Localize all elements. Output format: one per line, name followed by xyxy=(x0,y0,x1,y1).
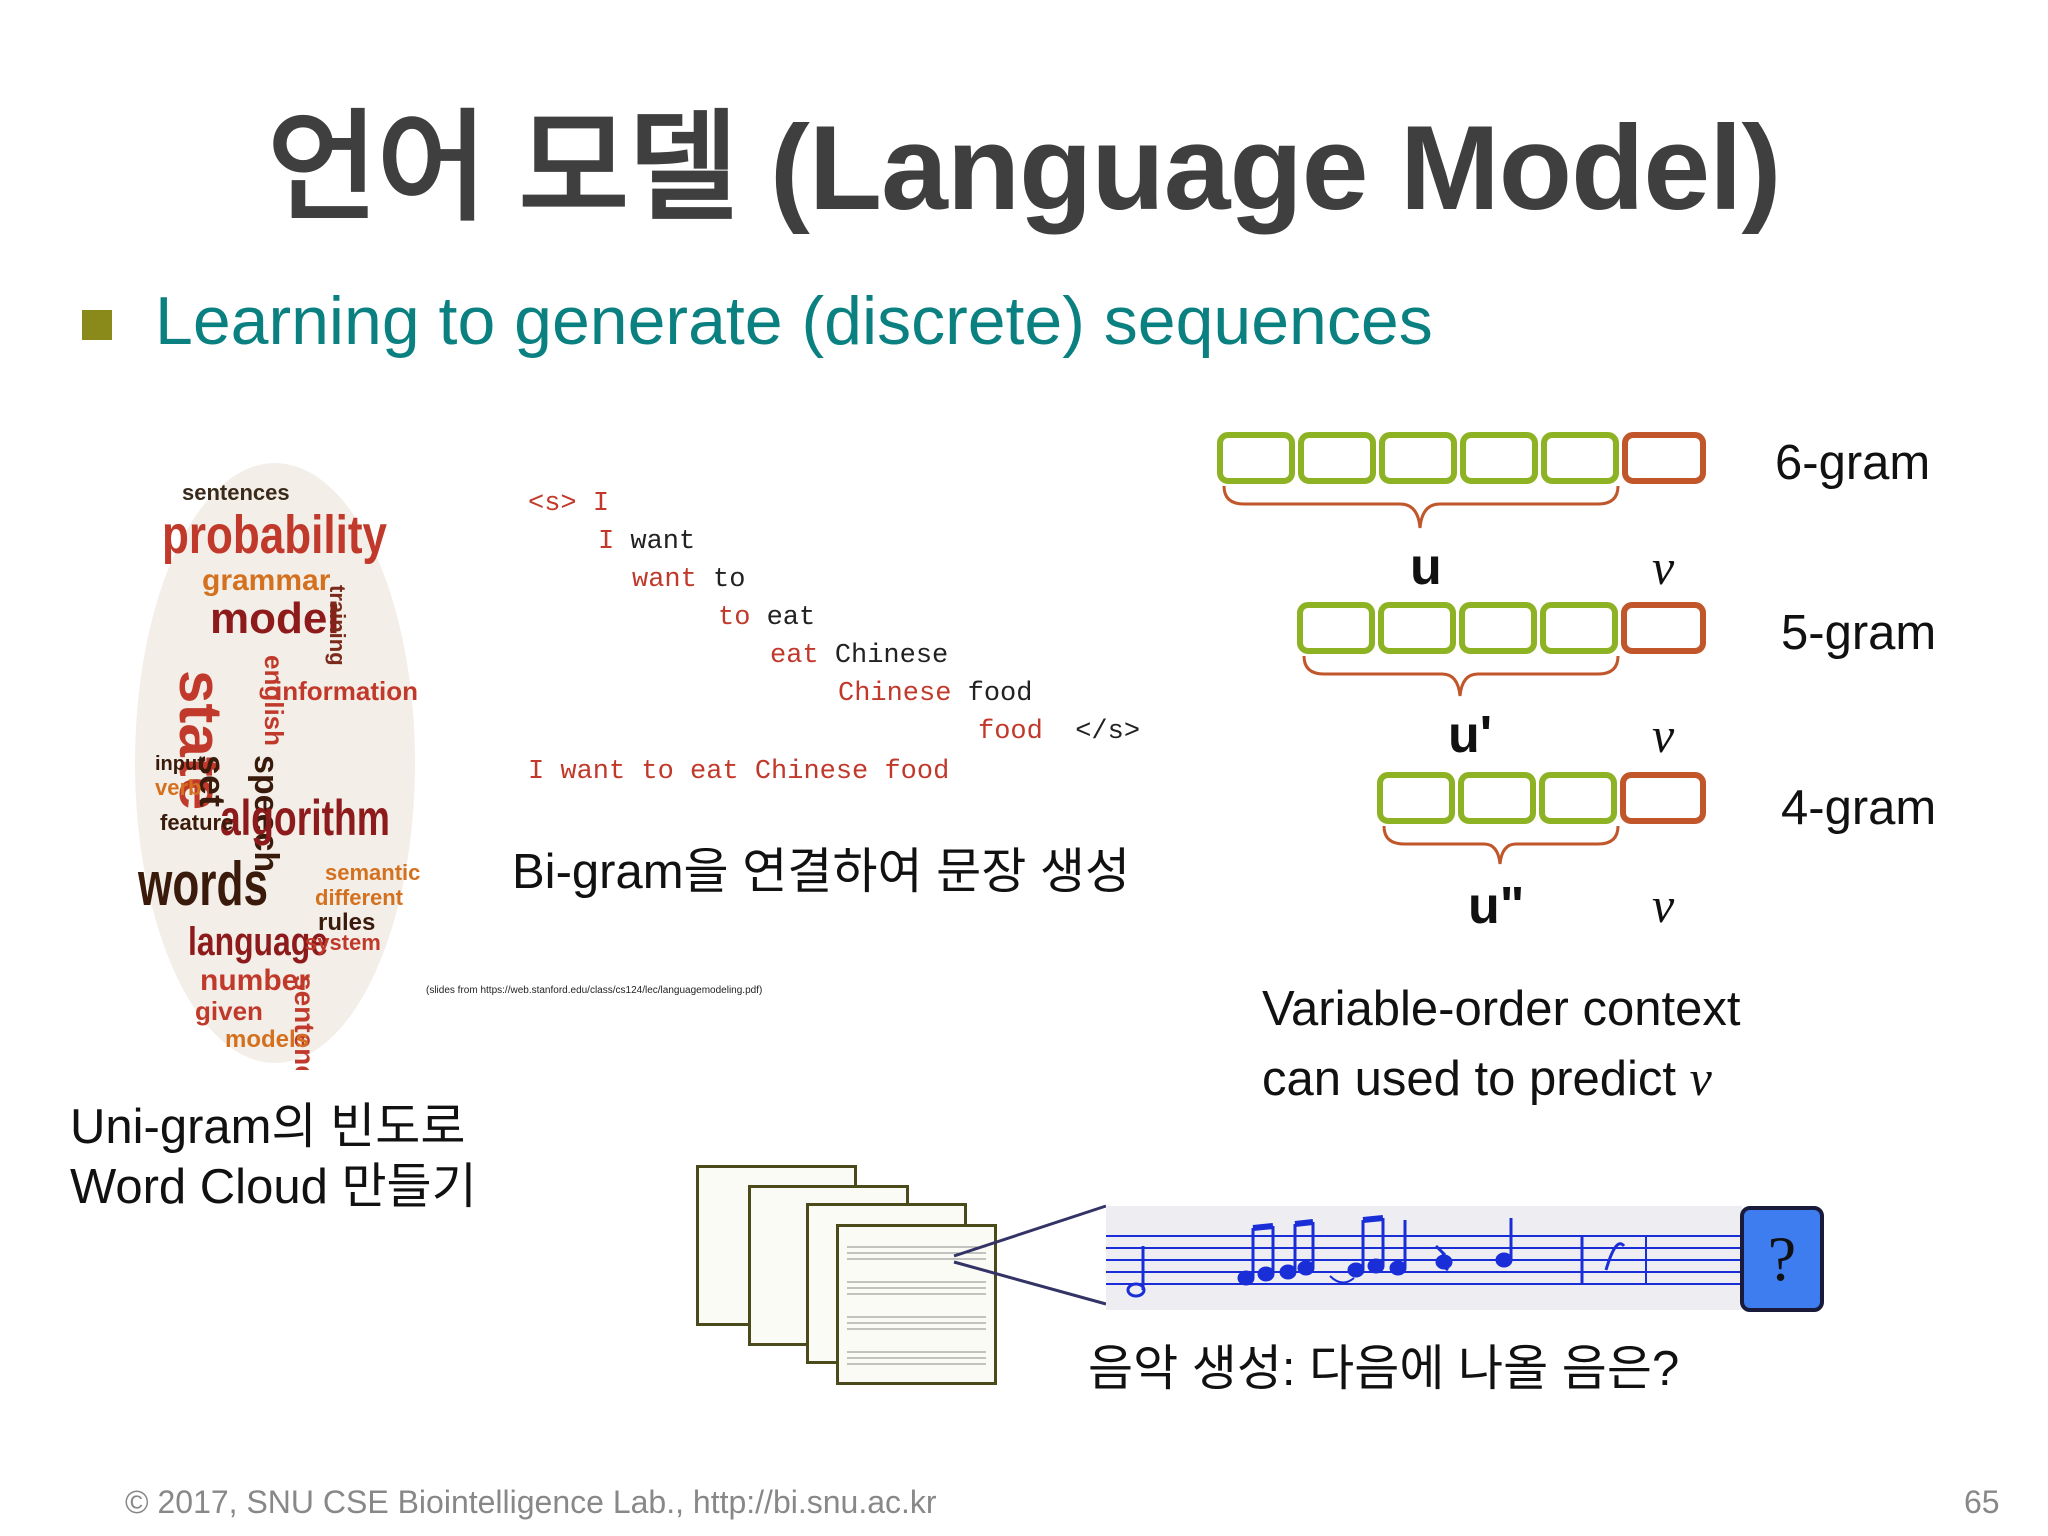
bigram-token: food xyxy=(967,679,1033,709)
bigram-token: eat xyxy=(766,603,816,633)
ngram-label-4: 4-gram xyxy=(1781,781,1937,835)
context-cell xyxy=(1377,772,1455,824)
target-label-v: v xyxy=(1652,877,1675,933)
zoom-lines xyxy=(953,1204,1107,1306)
bigram-token: want xyxy=(630,527,696,557)
context-label-u-prime: u' xyxy=(1448,706,1493,764)
svg-text:number: number xyxy=(200,964,310,997)
bigram-token: </s> xyxy=(1075,717,1141,747)
music-caption: 음악 생성: 다음에 나올 음은? xyxy=(1088,1342,1680,1396)
target-label-v: v xyxy=(1652,539,1675,595)
next-note-question-box: ? xyxy=(1740,1206,1824,1312)
context-cell xyxy=(1217,432,1295,484)
bigram-line-1: <s> I xyxy=(528,489,609,519)
bigram-token: eat xyxy=(770,641,819,671)
context-cell xyxy=(1459,602,1537,654)
svg-text:state: state xyxy=(167,670,234,810)
context-cell xyxy=(1298,432,1376,484)
bigram-line-6: Chinese food xyxy=(838,679,1032,709)
svg-text:models: models xyxy=(225,1026,309,1053)
wordcloud-caption-line1: Uni-gram의 빈도로 xyxy=(70,1100,466,1154)
svg-text:words: words xyxy=(137,850,268,919)
svg-text:input: input xyxy=(155,753,204,775)
ngram-diagram xyxy=(1217,432,1706,865)
svg-text:semantic: semantic xyxy=(325,860,420,885)
bigram-token: Chinese xyxy=(838,679,952,709)
word-cloud-image: sentences probability grammar model engl… xyxy=(130,455,420,1096)
target-cell xyxy=(1620,772,1706,824)
footer-copyright: © 2017, SNU CSE Biointelligence Lab., ht… xyxy=(125,1484,937,1520)
svg-text:probability: probability xyxy=(162,505,387,565)
bigram-line-5: eat Chinese xyxy=(770,641,948,671)
target-label-v: v xyxy=(1652,707,1675,763)
svg-text:set: set xyxy=(192,755,233,807)
svg-text:grammar: grammar xyxy=(202,564,331,597)
ngram-label-6: 6-gram xyxy=(1775,436,1931,490)
svg-text:model: model xyxy=(210,594,340,643)
page-number: 65 xyxy=(1964,1484,2000,1520)
context-cell xyxy=(1539,772,1617,824)
bigram-line-7: food </s> xyxy=(978,717,1140,747)
svg-text:sentences: sentences xyxy=(182,480,290,505)
bigram-token: food xyxy=(978,717,1043,747)
music-notes xyxy=(1106,1215,1742,1298)
ngram-caption-line1: Variable-order context xyxy=(1262,982,1741,1036)
context-cell xyxy=(1541,432,1619,484)
word-cloud-graphic: sentences probability grammar model engl… xyxy=(135,463,420,1096)
context-cell xyxy=(1540,602,1618,654)
bigram-line-2: I want xyxy=(598,527,695,557)
context-label-u-double-prime: u" xyxy=(1468,877,1525,935)
ngram-caption-line2: can used to predict v xyxy=(1262,1048,1712,1110)
citation: (slides from https://web.stanford.edu/cl… xyxy=(426,985,763,996)
svg-text:algorithm: algorithm xyxy=(220,790,390,846)
bigram-token: to xyxy=(713,565,746,595)
wordcloud-caption-line2: Word Cloud 만들기 xyxy=(70,1160,477,1214)
svg-text:rules: rules xyxy=(318,909,375,936)
svg-text:english: english xyxy=(259,655,289,746)
context-label-u: u xyxy=(1410,538,1442,596)
context-brace xyxy=(1222,485,1620,529)
context-cell xyxy=(1378,602,1456,654)
svg-text:speech: speech xyxy=(247,755,285,872)
bigram-token: Chinese xyxy=(834,641,949,671)
bullet-marker xyxy=(82,310,112,340)
context-brace xyxy=(1382,825,1620,865)
context-brace xyxy=(1302,655,1620,697)
music-staff xyxy=(1106,1206,1742,1310)
ngram-caption-var: v xyxy=(1689,1050,1712,1106)
bigram-token: to xyxy=(718,603,751,633)
context-cell xyxy=(1458,772,1536,824)
bigram-token: I xyxy=(592,489,610,519)
target-cell xyxy=(1622,432,1706,484)
svg-text:system: system xyxy=(305,930,381,955)
context-cell xyxy=(1297,602,1375,654)
slide-title: 언어 모델 (Language Model) xyxy=(267,101,1782,235)
bullet-text: Learning to generate (discrete) sequence… xyxy=(155,283,1433,359)
bigram-token: <s> xyxy=(528,489,577,519)
svg-text:verb: verb xyxy=(155,775,201,800)
svg-text:training: training xyxy=(325,585,350,666)
ngram-label-5: 5-gram xyxy=(1781,606,1937,660)
svg-text:different: different xyxy=(315,885,404,910)
svg-text:given: given xyxy=(195,996,263,1026)
context-cell xyxy=(1460,432,1538,484)
target-cell xyxy=(1621,602,1706,654)
sheet-staff-lines xyxy=(847,1246,986,1365)
bigram-caption: Bi-gram을 연결하여 문장 생성 xyxy=(512,845,1131,899)
svg-text:feature: feature xyxy=(160,810,233,835)
svg-text:sentence: sentence xyxy=(289,975,320,1070)
bigram-line-4: to eat xyxy=(718,603,815,633)
bigram-token: I xyxy=(598,527,615,557)
context-cell xyxy=(1379,432,1457,484)
bigram-line-3: want to xyxy=(632,565,745,595)
ngram-caption-prefix: can used to predict xyxy=(1262,1052,1690,1106)
bigram-token: want xyxy=(632,565,697,595)
bigram-sentence: I want to eat Chinese food xyxy=(528,757,950,787)
svg-text:language: language xyxy=(188,920,328,964)
svg-text:information: information xyxy=(275,676,418,706)
